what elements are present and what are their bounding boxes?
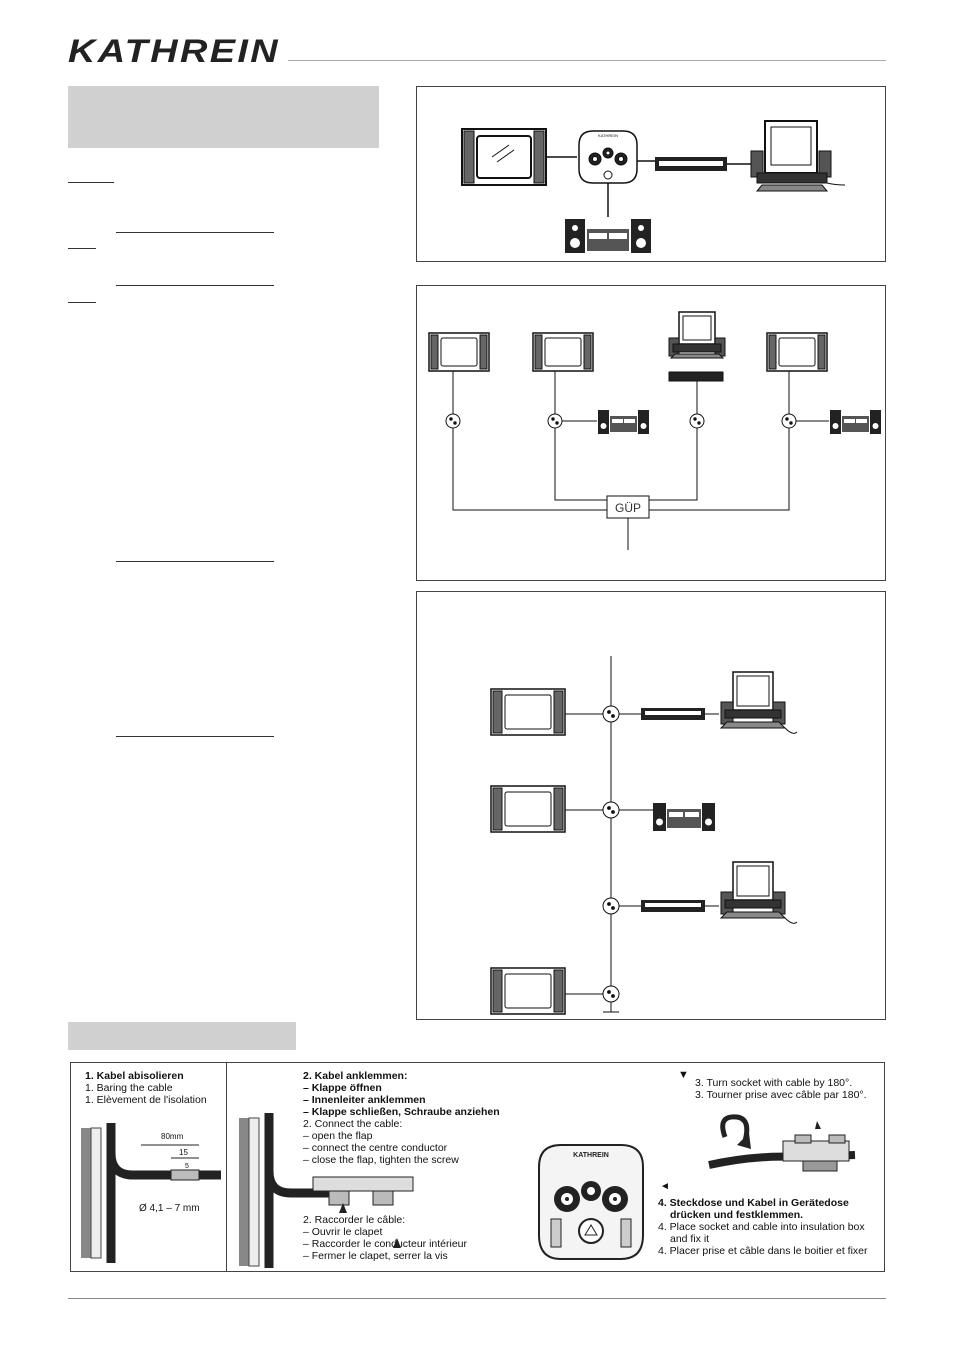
tv-icon [490,688,566,736]
section-rule [116,561,274,562]
footer-rule [68,1298,886,1299]
step-4-en-2: and fix it [670,1233,710,1245]
receiver-icon [641,708,705,720]
step-divider [226,1063,227,1271]
short-rule [68,302,96,303]
step-3-fr: 3. Tourner prise avec câble par 180°. [695,1089,867,1101]
dim-diameter: Ø 4,1 – 7 mm [139,1203,200,1214]
step-2-fr-title: 2. Raccorder le câble: [303,1214,406,1226]
step-3-text: 3. Turn socket with cable by 180°. 3. To… [695,1077,867,1101]
pc-icon [668,311,726,382]
tv-icon [428,332,490,372]
socket-brand-label: KATHREIN [573,1152,609,1159]
step-3-marker: ▼ [678,1069,689,1081]
stereo-icon [653,803,715,831]
socket-symbol [602,897,620,915]
step-2-fr-1: – Ouvrir le clapet [303,1226,383,1238]
diagram-3-drawing [490,656,798,1015]
step-4-marker: ◄ [660,1181,670,1192]
step-4-de-1: 4. Steckdose und Kabel in Gerätedose [658,1197,849,1209]
socket-symbol [689,413,705,429]
tv-icon [766,332,828,372]
step-4-fr-1: 4. Placer prise et câble dans le boitier… [658,1245,868,1257]
dim-inner: 15 [179,1148,188,1157]
step-2-en-title: 2. Connect the cable: [303,1118,403,1130]
stereo-icon [565,219,651,253]
pc-icon [750,120,846,192]
step-3-drawing [708,1114,856,1172]
socket-symbol [781,413,797,429]
logo-text: KATHREIN [68,36,280,66]
step-4-de-2: drücken und festklemmen. [670,1209,804,1221]
pc-icon [719,861,798,924]
stereo-icon [598,410,649,434]
step-1-fr: 1. Elèvement de l'isolation [85,1094,207,1106]
diagram-panel-3 [416,591,886,1020]
diagram-2-drawing: GÜP [428,311,881,550]
short-rule [68,248,96,249]
step-2-en-3: – close the flap, tighten the screw [303,1154,459,1166]
step-2-drawing [239,1113,414,1268]
section-rule [116,285,274,286]
socket-symbol [445,413,461,429]
step-2-en-2: – connect the centre conductor [303,1142,448,1154]
step-1-drawing: 80mm 15 5 Ø 4,1 – 7 mm [81,1123,221,1263]
step-2-fr-3: – Fermer le clapet, serrer la vis [303,1250,448,1262]
socket-symbol [602,705,620,723]
dim-length: 80mm [161,1132,184,1141]
step-2-de-3: – Klappe schließen, Schraube anziehen [303,1106,500,1118]
mounting-title-box [68,1022,296,1050]
diagram-panel-1: KATHREIN [416,86,886,262]
distributor-box: GÜP [606,495,650,519]
installation-panel: 1. Kabel abisolieren 1. Baring the cable… [70,1062,885,1272]
socket-symbol [602,801,620,819]
step-4-en-1: 4. Place socket and cable into insulatio… [658,1221,865,1233]
step-2-fr: 2. Raccorder le câble: – Ouvrir le clape… [303,1214,467,1262]
header-rule [288,60,886,61]
tv-icon [490,785,566,833]
tv-icon [461,128,547,186]
step-2-fr-2: – Raccorder le conducteur intérieur [303,1238,468,1250]
stereo-icon [830,410,881,434]
step-1-title: 1. Kabel abisolieren [85,1070,184,1082]
socket-symbol [602,985,620,1003]
tv-icon [532,332,594,372]
receiver-icon [655,157,727,171]
diagram-1-drawing: KATHREIN [461,120,846,253]
step-2-en-1: – open the flap [303,1130,373,1142]
tv-icon [490,967,566,1015]
receiver-icon [641,900,705,912]
distributor-label: GÜP [615,501,641,515]
step-1-en: 1. Baring the cable [85,1082,173,1094]
socket-drawing: KATHREIN [538,1144,644,1260]
step-2-de: 2. Kabel anklemmen: – Klappe öffnen – In… [303,1070,500,1118]
step-2-de-title: 2. Kabel anklemmen: [303,1070,408,1082]
step-2-de-1: – Klappe öffnen [303,1082,382,1094]
title-box [68,86,379,148]
dim-small: 5 [185,1163,189,1170]
pc-icon [719,671,798,734]
short-rule [68,182,114,183]
diagram-panel-2: GÜP [416,285,886,581]
wall-socket-icon: KATHREIN [578,130,638,184]
step-3-en: 3. Turn socket with cable by 180°. [695,1077,853,1089]
section-rule [116,232,274,233]
socket-brand: KATHREIN [598,133,618,138]
section-rule [116,736,274,737]
step-4-text: 4. Steckdose und Kabel in Gerätedose drü… [658,1197,868,1257]
kathrein-logo: KATHREIN [68,36,280,66]
step-1-text: 1. Kabel abisolieren 1. Baring the cable… [85,1070,207,1106]
socket-symbol [547,413,563,429]
step-2-de-2: – Innenleiter anklemmen [303,1094,426,1106]
step-2-en: 2. Connect the cable: – open the flap – … [303,1118,459,1166]
